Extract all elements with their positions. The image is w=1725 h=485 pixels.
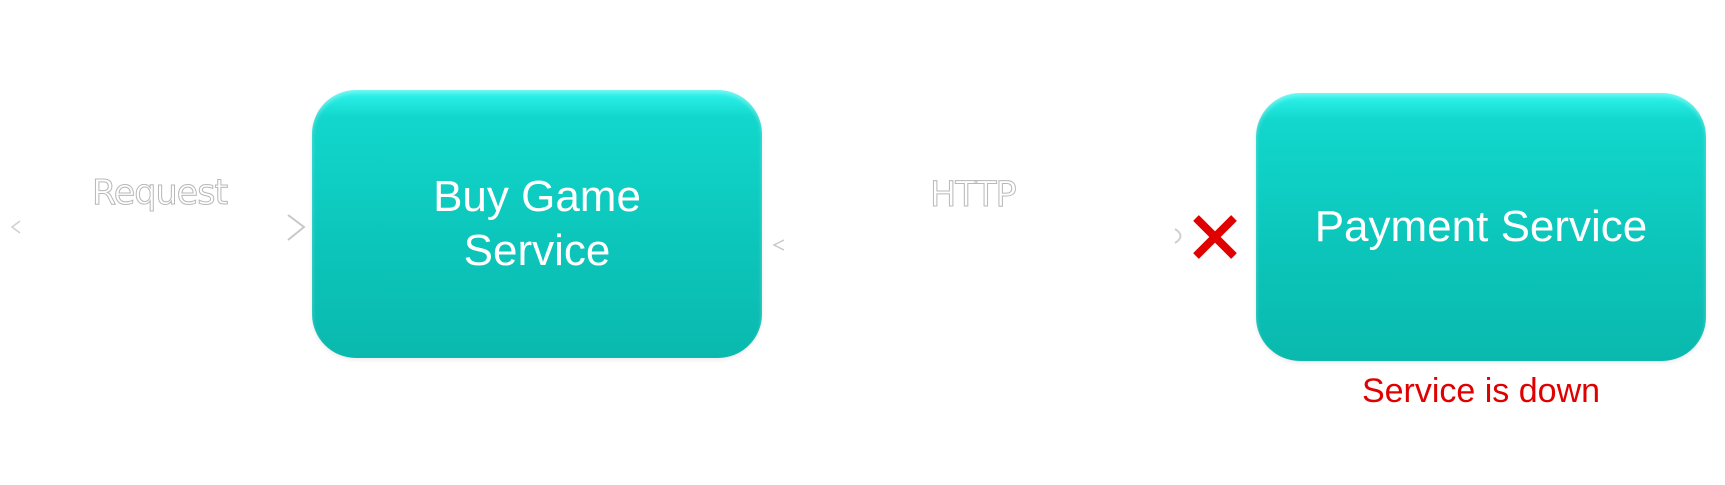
- arrow-tail-icon: [10, 220, 21, 234]
- arrow-head-icon: [1174, 228, 1182, 244]
- request-arrow: [10, 214, 306, 241]
- http-label: HTTP: [930, 175, 1018, 216]
- http-arrow: [771, 228, 1187, 251]
- request-label: Request: [91, 173, 228, 214]
- payment-service-node: Payment Service: [1256, 93, 1706, 361]
- status-badge: Service is down: [1361, 372, 1601, 410]
- arrow-head-icon: [287, 214, 306, 241]
- buy-game-service-node: Buy Game Service: [312, 90, 762, 358]
- arrow-tail-icon: [772, 239, 785, 251]
- x-mark-icon: [1193, 215, 1237, 259]
